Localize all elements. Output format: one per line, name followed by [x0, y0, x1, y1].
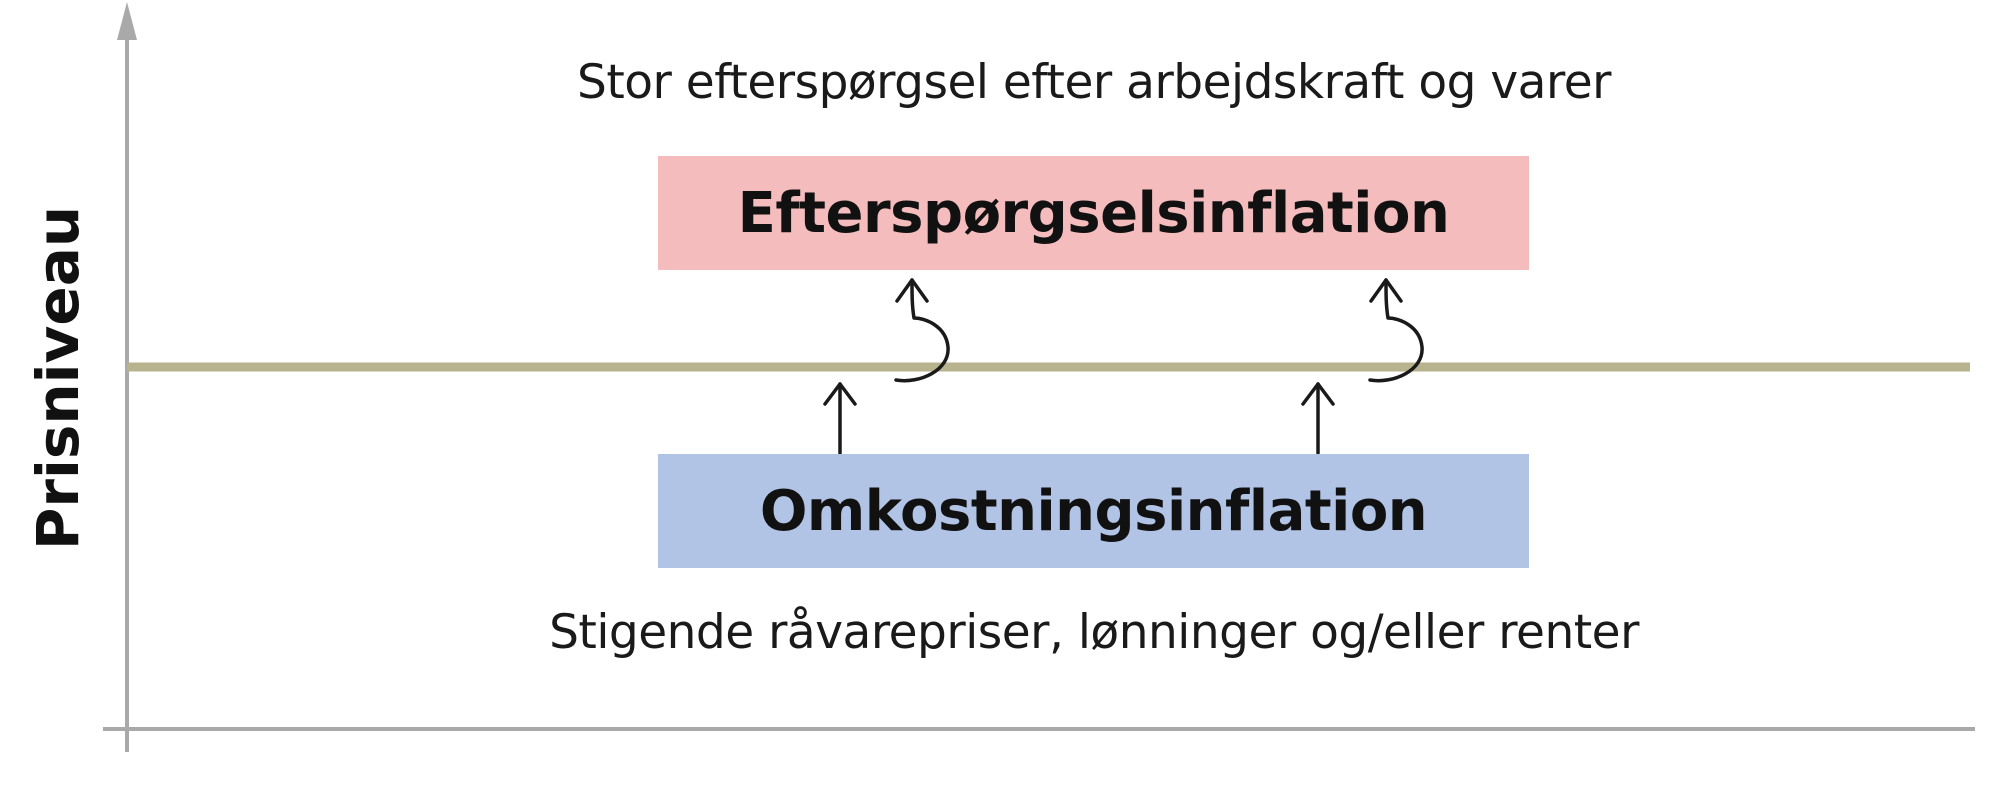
y-axis-label: Prisniveau — [24, 205, 92, 551]
cost-cause-caption: Stigende råvarepriser, lønninger og/elle… — [549, 605, 1639, 660]
cost-inflation-box: Omkostningsinflation — [658, 454, 1529, 568]
demand-inflation-box: Efterspørgselsinflation — [658, 156, 1529, 270]
cost-push-arrow-right — [1301, 382, 1335, 455]
y-axis-arrowhead — [117, 2, 137, 40]
cost-push-arrow-left — [823, 382, 857, 455]
cost-inflation-label: Omkostningsinflation — [759, 478, 1428, 544]
demand-pull-arrow-left — [894, 278, 950, 383]
demand-inflation-label: Efterspørgselsinflation — [737, 180, 1450, 246]
demand-cause-caption: Stor efterspørgsel efter arbejdskraft og… — [577, 55, 1612, 110]
demand-pull-arrow-right — [1368, 278, 1424, 383]
